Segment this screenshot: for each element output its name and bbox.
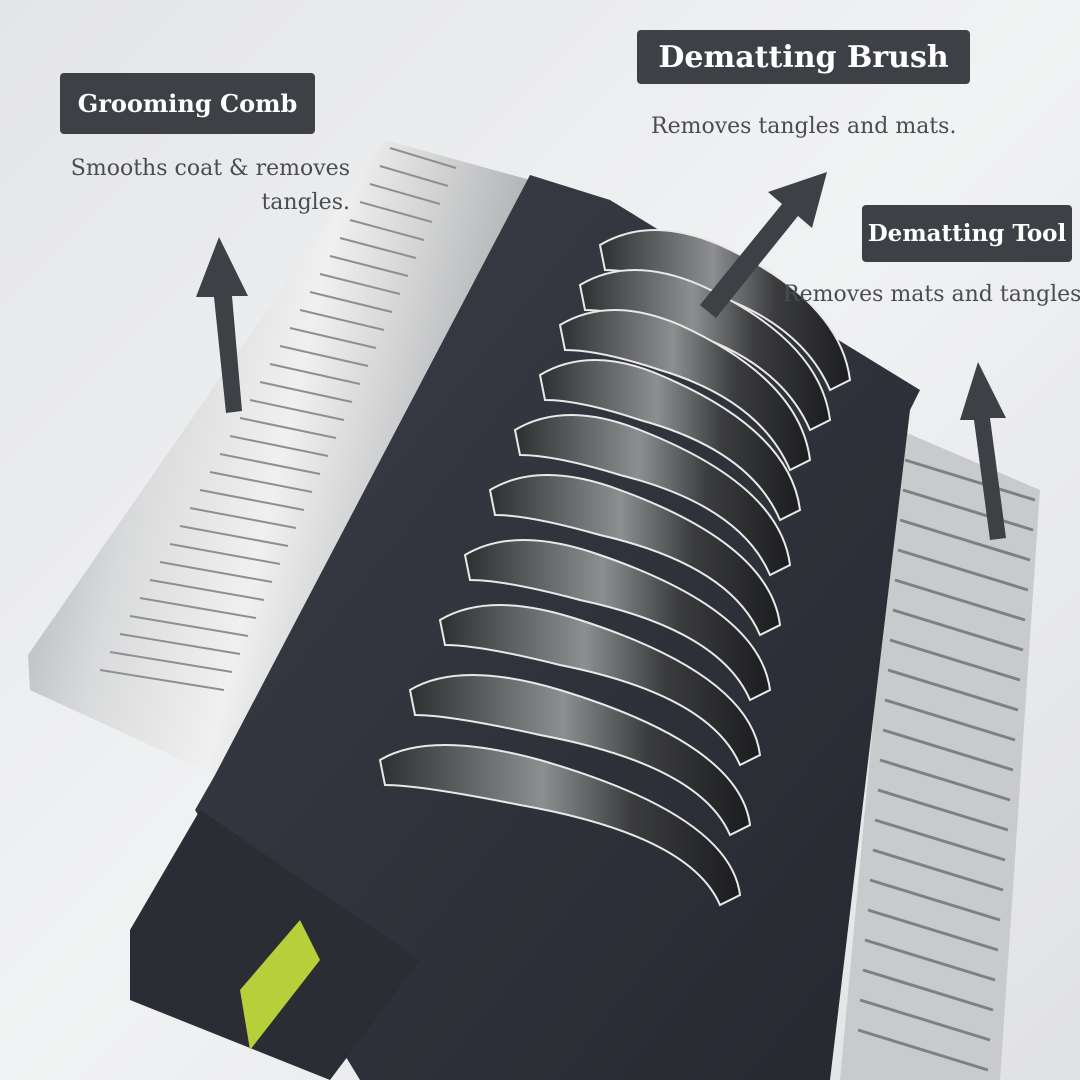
grooming-comb-label: Grooming Comb (60, 73, 315, 134)
dematting-blades (378, 229, 852, 907)
dematting-tool-label: Dematting Tool (862, 205, 1072, 262)
dematting-tool-comb (840, 430, 1040, 1080)
dematting-brush-title: Dematting Brush (658, 39, 949, 75)
dematting-tool-title: Dematting Tool (867, 220, 1067, 247)
dematting-tool-description: Removes mats and tangles (783, 282, 1080, 307)
arrow-up-icon (960, 362, 1006, 540)
arrow-up-icon (196, 237, 248, 413)
dematting-brush-label: Dematting Brush (637, 30, 970, 84)
grooming-comb-title: Grooming Comb (77, 89, 298, 118)
arrow-up-right-icon (700, 172, 827, 318)
grooming-comb-desc-line2: tangles. (261, 190, 350, 215)
handle-accent (240, 920, 320, 1050)
grooming-comb-description: Smooths coat & removes tangles. (60, 152, 350, 220)
dematting-brush-description: Removes tangles and mats. (651, 114, 957, 139)
grooming-comb-desc-line1: Smooths coat & removes (70, 156, 350, 181)
grooming-comb (28, 140, 530, 775)
